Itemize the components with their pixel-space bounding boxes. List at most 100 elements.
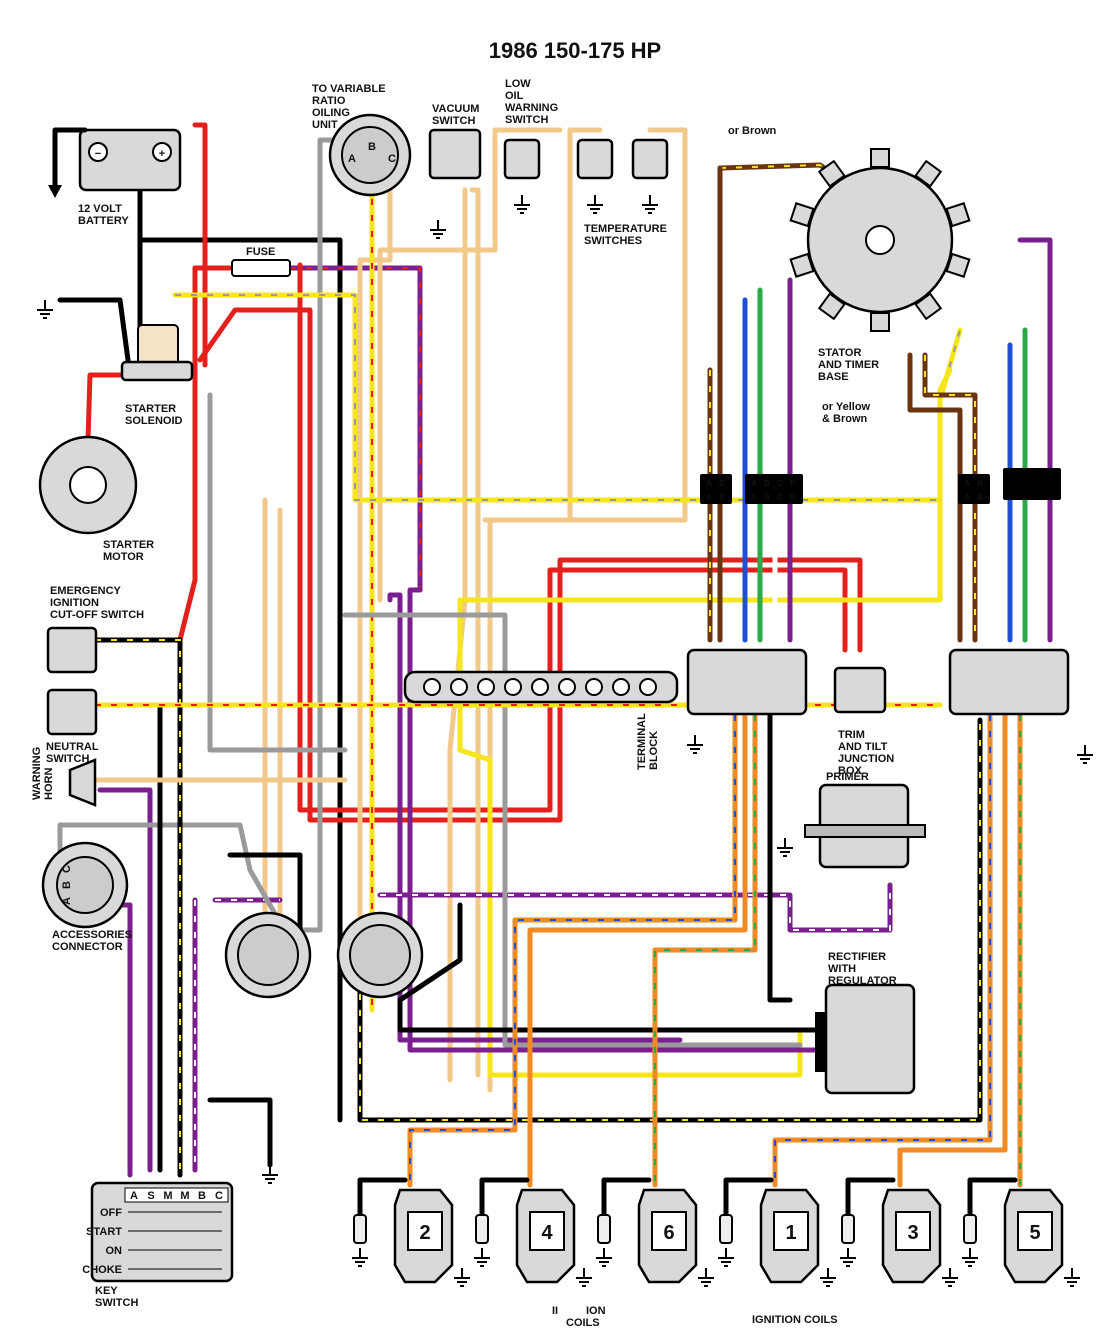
stator-plug-3 bbox=[958, 474, 990, 504]
orange-coil-1-tracer bbox=[774, 715, 991, 1185]
terminal-screw-5 bbox=[558, 678, 576, 696]
trim-box-label-line-0: TRIM bbox=[838, 729, 865, 741]
vacuum-ground bbox=[430, 220, 446, 239]
temperature-switch-2 bbox=[631, 138, 669, 180]
coil-6-ground bbox=[698, 1268, 714, 1287]
starter-motor-label-line-1: MOTOR bbox=[103, 551, 144, 563]
low-oil-switch bbox=[503, 138, 541, 180]
temperature-label-line-1: SWITCHES bbox=[584, 235, 642, 247]
key-col-5: C bbox=[215, 1190, 223, 1202]
low-oil-label-line-2: WARNING bbox=[505, 102, 558, 114]
coil-2-label-box bbox=[407, 1211, 443, 1251]
stator-plug-3-pin-B: B bbox=[977, 479, 983, 488]
solenoid-label-line-1: SOLENOID bbox=[125, 415, 183, 427]
orange-coil-3 bbox=[897, 712, 1008, 1188]
warning-horn bbox=[68, 758, 97, 807]
rectifier-regulator bbox=[824, 983, 916, 1095]
stator-label-line-1: AND TIMER bbox=[818, 359, 879, 371]
stator-plug-2-pin-C: C bbox=[777, 479, 783, 488]
starter-motor-label-line-0: STARTER bbox=[103, 539, 154, 551]
battery-plus-icon: + bbox=[159, 148, 165, 160]
spark-plug-6 bbox=[597, 1214, 611, 1244]
gray-horn bbox=[207, 392, 348, 753]
key-pos-off: OFF bbox=[100, 1207, 122, 1219]
coil-4-spark-lead bbox=[479, 1177, 530, 1218]
spark-plug-1 bbox=[719, 1214, 733, 1244]
vacuum-switch bbox=[428, 128, 482, 180]
oil-unit-label-line-2: OILING bbox=[312, 107, 350, 119]
oil-unit-label-line-0: TO VARIABLE bbox=[312, 83, 386, 95]
page-title: 1986 150-175 HP bbox=[489, 38, 661, 63]
coil-4-number: 4 bbox=[541, 1222, 553, 1244]
spark-plug-1-ground bbox=[718, 1248, 734, 1267]
orange-coil-2-tracer bbox=[409, 715, 736, 1185]
spark-plug-5-ground bbox=[962, 1248, 978, 1267]
spark-plug-3 bbox=[841, 1214, 855, 1244]
coil-5-label-box bbox=[1017, 1211, 1053, 1251]
coil-6-spark-lead bbox=[601, 1177, 652, 1218]
stator-plug-2-pin-lower-C: C bbox=[777, 493, 783, 502]
black-pack-rect bbox=[767, 712, 793, 1003]
solenoid-label-line-0: STARTER bbox=[125, 403, 176, 415]
component-layer bbox=[37, 113, 1093, 1287]
trim-box-label-line-2: JUNCTION bbox=[838, 753, 894, 765]
coil-1-number: 1 bbox=[785, 1222, 796, 1244]
terminal-screw-1 bbox=[450, 678, 468, 696]
key-switch-label-line-0: KEY bbox=[95, 1285, 118, 1297]
stator-plug-1 bbox=[700, 474, 732, 504]
oil-unit-label-line-3: UNIT bbox=[312, 119, 338, 131]
neutral-label-line-1: SWITCH bbox=[46, 753, 89, 765]
coil-5-number: 5 bbox=[1029, 1222, 1040, 1244]
temperature-switch-2-ground bbox=[642, 195, 658, 214]
power-pack-1 bbox=[686, 648, 808, 716]
key-col-3: M bbox=[180, 1190, 189, 1202]
neutral-switch bbox=[46, 688, 98, 736]
stator-coil-9 bbox=[817, 159, 846, 188]
coil-5-ground bbox=[1064, 1268, 1080, 1287]
neutral-label-line-0: NEUTRAL bbox=[46, 741, 99, 753]
coil-3-number: 3 bbox=[907, 1222, 918, 1244]
purple-white-primer-tracer bbox=[380, 885, 891, 931]
key-col-4: B bbox=[198, 1190, 206, 1202]
stator-coil-3 bbox=[945, 252, 971, 278]
coil-5-spark-lead bbox=[967, 1177, 1018, 1218]
yellow-stator-2 bbox=[457, 367, 953, 603]
stator-plug-2-pin-lower-D: D bbox=[790, 493, 796, 502]
stator-plug-4 bbox=[1003, 468, 1061, 500]
fuse bbox=[231, 259, 291, 277]
accessory-pin-A: A bbox=[61, 897, 73, 905]
key-col-0: A bbox=[130, 1190, 138, 1202]
spark-plug-2-ground bbox=[352, 1248, 368, 1267]
fuse-label: FUSE bbox=[246, 246, 275, 258]
red-feed-1 bbox=[177, 265, 198, 643]
stator-label-line-0: STATOR bbox=[818, 347, 861, 359]
purple-tb bbox=[387, 592, 683, 1043]
coil-2-number: 2 bbox=[419, 1222, 430, 1244]
power-pack-2-ground bbox=[1077, 745, 1093, 764]
starter-solenoid bbox=[137, 324, 179, 366]
terminal-screw-6 bbox=[585, 678, 603, 696]
vacuum-label-line-1: SWITCH bbox=[432, 115, 475, 127]
key-col-1: S bbox=[147, 1190, 154, 1202]
coil-4-ground bbox=[576, 1268, 592, 1287]
or-yellow-label-line-0: or Yellow bbox=[822, 401, 871, 413]
yellow-tb bbox=[457, 597, 803, 1078]
black-tb bbox=[397, 902, 823, 1033]
spark-plug-3-ground bbox=[840, 1248, 856, 1267]
purple-pack2 bbox=[1017, 237, 1053, 643]
power-pack-2 bbox=[948, 648, 1070, 716]
battery-ground-arrow bbox=[48, 185, 62, 198]
fuse-output-tracer bbox=[290, 267, 421, 590]
ignition-fragment-2: ION bbox=[586, 1305, 606, 1317]
low-oil-label-line-3: SWITCH bbox=[505, 114, 548, 126]
brown-yellow-pack2-tracer bbox=[924, 355, 976, 640]
black-ground-key bbox=[207, 1097, 273, 1168]
gray-accessory bbox=[57, 822, 293, 943]
spark-plug-4 bbox=[475, 1214, 489, 1244]
key-pos-choke: CHOKE bbox=[82, 1264, 122, 1276]
temperature-label-line-0: TEMPERATURE bbox=[584, 223, 667, 235]
terminal-screw-0 bbox=[423, 678, 441, 696]
ignition-fragment-3: COILS bbox=[566, 1317, 600, 1329]
